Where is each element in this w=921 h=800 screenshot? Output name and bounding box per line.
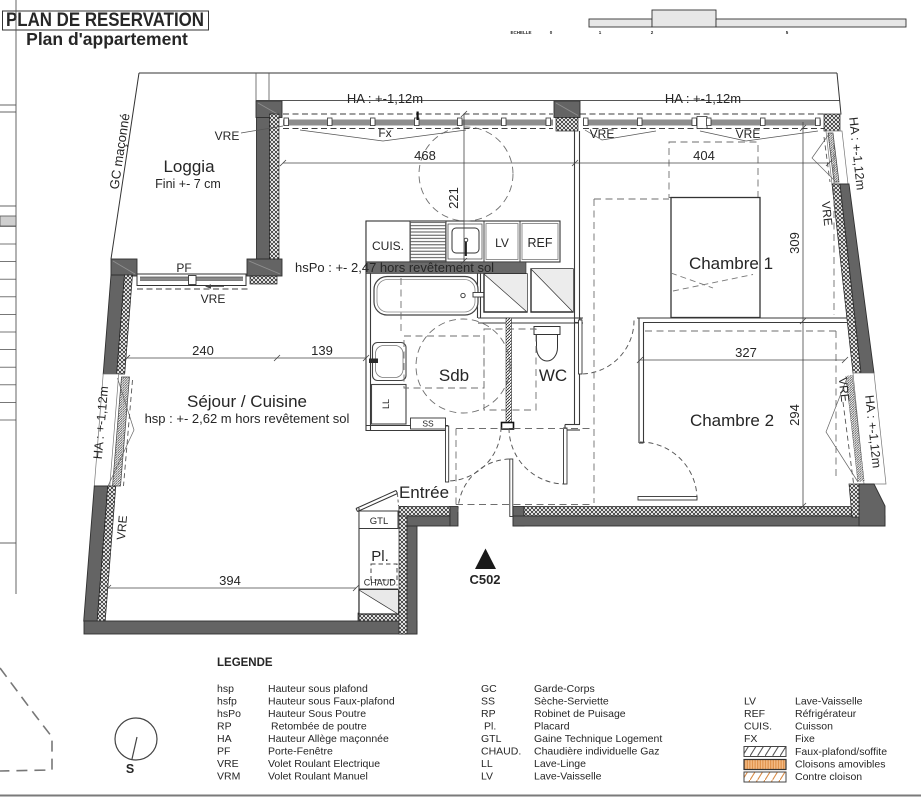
svg-text:VRE: VRE	[217, 758, 239, 770]
svg-text:294: 294	[787, 404, 802, 426]
svg-text:Sdb: Sdb	[439, 366, 469, 385]
svg-text:Chambre 2: Chambre 2	[690, 411, 774, 430]
svg-text:Placard: Placard	[534, 721, 570, 733]
svg-text:Loggia: Loggia	[163, 157, 215, 176]
svg-text:CUIS.: CUIS.	[372, 239, 404, 253]
svg-text:Gaine Technique Logement: Gaine Technique Logement	[534, 733, 662, 745]
svg-text:Robinet de Puisage: Robinet de Puisage	[534, 708, 626, 720]
svg-text:PLAN DE RESERVATION: PLAN DE RESERVATION	[6, 9, 204, 31]
svg-text:C502: C502	[469, 572, 500, 587]
svg-text:RP: RP	[217, 721, 232, 733]
svg-text:139: 139	[311, 343, 333, 358]
svg-text:REF: REF	[528, 236, 553, 250]
svg-text:VRE: VRE	[215, 129, 240, 143]
svg-text:Garde-Corps: Garde-Corps	[534, 683, 595, 695]
svg-text:hsPo: hsPo	[217, 708, 241, 720]
svg-text:RP: RP	[481, 708, 496, 720]
svg-text:Sèche-Serviette: Sèche-Serviette	[534, 696, 609, 708]
svg-text:Porte-Fenêtre: Porte-Fenêtre	[268, 746, 333, 758]
svg-text:Cloisons amovibles: Cloisons amovibles	[795, 759, 885, 771]
svg-text:hsp: hsp	[217, 683, 234, 695]
svg-text:240: 240	[192, 343, 214, 358]
svg-text:0: 0	[550, 30, 553, 35]
svg-text:VRE: VRE	[736, 127, 761, 141]
svg-text:Chambre 1: Chambre 1	[689, 254, 773, 273]
svg-text:Fixe: Fixe	[795, 733, 815, 745]
svg-text:LV: LV	[495, 236, 509, 250]
svg-text:S: S	[126, 762, 134, 776]
svg-text:Retombée de poutre: Retombée de poutre	[271, 721, 367, 733]
svg-text:Réfrigérateur: Réfrigérateur	[795, 708, 857, 720]
svg-text:Pl.: Pl.	[484, 721, 496, 733]
svg-text:VRE: VRE	[836, 377, 853, 403]
svg-text:2: 2	[651, 30, 654, 35]
svg-text:Lave-Vaisselle: Lave-Vaisselle	[534, 771, 602, 783]
svg-text:GC: GC	[481, 683, 497, 695]
svg-text:309: 309	[787, 232, 802, 254]
svg-text:PF: PF	[217, 746, 230, 758]
svg-text:hsp : +- 2,62 m hors revêtemen: hsp : +- 2,62 m hors revêtement sol	[145, 411, 350, 426]
svg-text:Volet Roulant Manuel: Volet Roulant Manuel	[268, 771, 368, 783]
svg-text:HA : +-1,12m: HA : +-1,12m	[665, 91, 741, 106]
svg-text:VRE: VRE	[590, 127, 615, 141]
svg-text:HA : +-1,12m: HA : +-1,12m	[91, 386, 111, 460]
svg-text:Volet Roulant Electrique: Volet Roulant Electrique	[268, 758, 380, 770]
svg-text:LV: LV	[744, 696, 756, 708]
svg-text:Hauteur sous plafond: Hauteur sous plafond	[268, 683, 368, 695]
svg-text:Lave-Linge: Lave-Linge	[534, 758, 586, 770]
svg-text:REF: REF	[744, 708, 765, 720]
svg-text:LL: LL	[481, 758, 493, 770]
svg-text:CUIS.: CUIS.	[744, 721, 772, 733]
svg-text:Cuisson: Cuisson	[795, 721, 833, 733]
svg-text:SS: SS	[481, 696, 495, 708]
svg-text:Plan d'appartement: Plan d'appartement	[26, 29, 188, 49]
svg-text:GTL: GTL	[370, 516, 388, 527]
svg-text:404: 404	[693, 148, 715, 163]
svg-text:PF: PF	[176, 261, 191, 275]
svg-text:HA : +-1,12m: HA : +-1,12m	[347, 91, 423, 106]
svg-text:Hauteur Allège maçonnée: Hauteur Allège maçonnée	[268, 733, 389, 745]
svg-text:Fini +- 7 cm: Fini +- 7 cm	[155, 177, 221, 191]
svg-text:hsPo : +- 2,47 hors revêtement: hsPo : +- 2,47 hors revêtement sol	[295, 260, 494, 275]
svg-text:LL: LL	[381, 399, 391, 409]
svg-text:1: 1	[599, 30, 602, 35]
svg-text:VRE: VRE	[819, 201, 836, 227]
svg-text:GTL: GTL	[481, 733, 502, 745]
svg-text:HA: HA	[217, 733, 232, 745]
svg-text:VRM: VRM	[217, 771, 240, 783]
svg-text:Entrée: Entrée	[399, 483, 449, 502]
svg-text:CHAUD.: CHAUD.	[364, 578, 399, 588]
svg-text:Lave-Vaisselle: Lave-Vaisselle	[795, 696, 863, 708]
svg-text:Chaudière individuelle Gaz: Chaudière individuelle Gaz	[534, 746, 660, 758]
svg-text:Séjour / Cuisine: Séjour / Cuisine	[187, 392, 307, 411]
svg-text:5: 5	[786, 30, 789, 35]
svg-text:Faux-plafond/soffite: Faux-plafond/soffite	[795, 746, 887, 758]
svg-text:WC: WC	[539, 366, 567, 385]
svg-text:Fx: Fx	[378, 126, 391, 140]
svg-text:327: 327	[735, 345, 757, 360]
svg-text:221: 221	[446, 187, 461, 209]
svg-text:ECHELLE: ECHELLE	[510, 30, 531, 35]
svg-text:FX: FX	[744, 733, 757, 745]
svg-text:Hauteur sous Faux-plafond: Hauteur sous Faux-plafond	[268, 696, 395, 708]
svg-text:468: 468	[414, 148, 436, 163]
svg-text:CHAUD.: CHAUD.	[481, 746, 521, 758]
svg-text:SS: SS	[422, 419, 434, 429]
svg-text:Pl.: Pl.	[371, 548, 389, 565]
svg-text:hsfp: hsfp	[217, 696, 237, 708]
svg-text:LV: LV	[481, 771, 493, 783]
svg-text:394: 394	[219, 573, 241, 588]
svg-text:VRE: VRE	[114, 515, 130, 541]
svg-text:LEGENDE: LEGENDE	[217, 657, 273, 669]
svg-text:VRE: VRE	[201, 292, 226, 306]
svg-text:Hauteur Sous Poutre: Hauteur Sous Poutre	[268, 708, 366, 720]
svg-text:Contre cloison: Contre cloison	[795, 771, 862, 783]
